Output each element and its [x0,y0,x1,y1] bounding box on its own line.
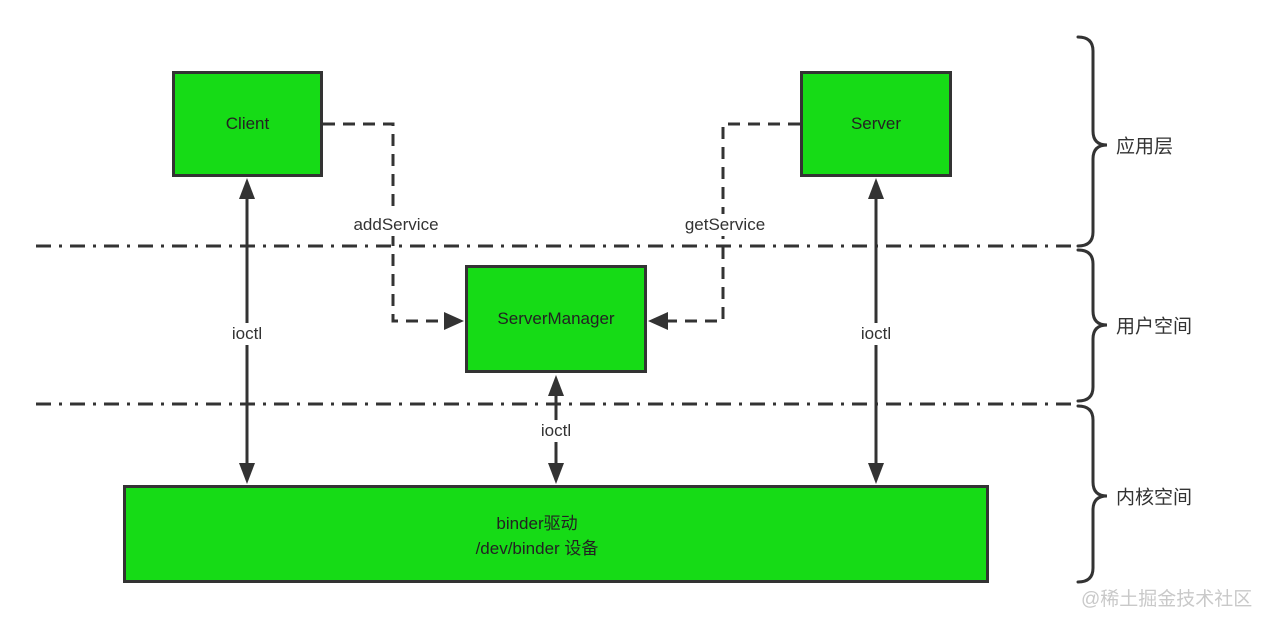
binder-driver-node-label: binder驱动 /dev/binder 设备 [476,511,599,561]
binder-driver-label-line2: /dev/binder 设备 [475,539,599,558]
getservice-edge-label: getService [679,214,771,236]
server-arrowhead-up-icon [868,178,884,199]
server-ioctl-label: ioctl [855,323,897,345]
server-node: Server [800,71,952,177]
user-space-label: 用户空间 [1116,316,1193,338]
server-node-label: Server [850,114,902,133]
client-arrowhead-down-icon [239,463,255,484]
servermanager-ioctl-label: ioctl [535,420,577,442]
servermanager-node-label: ServerManager [497,309,615,328]
servermanager-node: ServerManager [465,265,647,373]
kernel-space-brace [1076,404,1108,584]
binder-driver-label-line1: binder驱动 [496,514,578,533]
servermanager-arrowhead-up-icon [548,375,564,396]
servermanager-arrowhead-down-icon [548,463,564,484]
client-ioctl-label: ioctl [226,323,268,345]
addservice-arrowhead-icon [444,312,464,330]
client-node-label: Client [225,114,270,133]
client-node: Client [172,71,323,177]
kernel-space-label: 内核空间 [1116,487,1193,509]
application-layer-label: 应用层 [1116,136,1174,158]
client-arrowhead-up-icon [239,178,255,199]
binder-driver-node [123,485,989,583]
getservice-dashed-line [666,122,800,323]
watermark: @稀土掘金技术社区 [1081,589,1253,610]
user-space-brace [1076,248,1108,403]
getservice-arrowhead-icon [648,312,668,330]
application-layer-brace [1076,35,1108,248]
server-arrowhead-down-icon [868,463,884,484]
addservice-edge-label: addService [348,214,444,236]
